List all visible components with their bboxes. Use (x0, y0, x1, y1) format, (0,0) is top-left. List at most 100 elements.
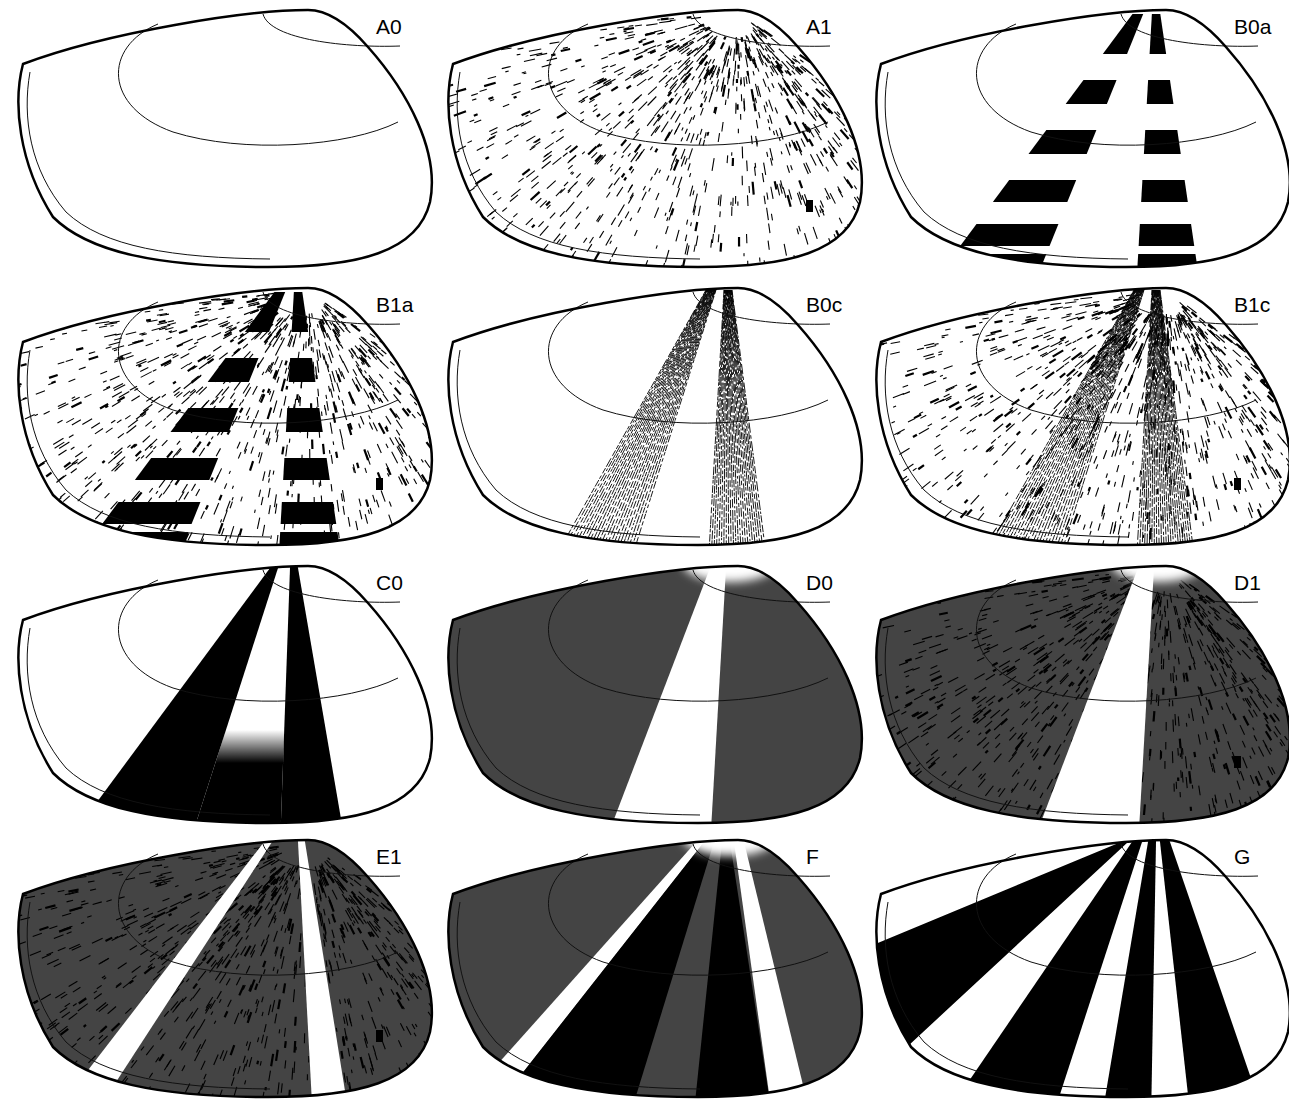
pattern-dash (799, 257, 800, 263)
pattern-dash (764, 196, 765, 204)
pattern-dash (824, 148, 827, 153)
pattern-dash (757, 48, 761, 56)
pattern-dash (484, 83, 496, 86)
pattern-dash (424, 191, 434, 197)
pattern-dash (343, 409, 346, 421)
pattern-dash (767, 192, 768, 199)
pattern-dash (12, 518, 22, 526)
pattern-dash (268, 408, 272, 420)
pattern-dash (606, 266, 611, 275)
pattern-dash (852, 226, 857, 235)
pattern-dash (696, 194, 698, 202)
pattern-dash (887, 253, 892, 261)
pattern-dash (417, 412, 421, 416)
pattern-dash (600, 144, 602, 146)
pattern-dash (420, 164, 423, 165)
pattern-dash (237, 322, 240, 323)
pattern-dash (696, 134, 698, 140)
pattern-dash (668, 92, 671, 96)
pattern-dash (731, 152, 732, 155)
pattern-dash (188, 346, 196, 350)
pattern-dash (376, 357, 381, 362)
pattern-dash (721, 42, 724, 49)
pattern-dash (242, 295, 247, 298)
pattern-dash (795, 90, 797, 92)
pattern-dash (878, 228, 883, 236)
pattern-dash (434, 240, 437, 242)
pattern-dash (715, 107, 717, 114)
pattern-dash (828, 109, 833, 114)
pattern-dash (641, 39, 646, 41)
pattern-dash (793, 298, 795, 310)
pattern-dash (268, 488, 270, 498)
pattern-dash (772, 57, 774, 60)
pattern-dash (636, 129, 640, 134)
pattern-dash (895, 243, 897, 246)
pattern-dash (607, 79, 616, 84)
pattern-dash (576, 212, 581, 219)
pattern-dash (87, 560, 91, 565)
pattern-dash (679, 70, 683, 75)
pattern-dash (136, 361, 146, 366)
pattern-dash (414, 466, 417, 471)
pattern-dash (212, 562, 215, 571)
pattern-dash (787, 99, 793, 109)
pattern-dash (449, 511, 451, 514)
pattern-dash (657, 19, 660, 20)
pattern-dash (275, 326, 278, 330)
pattern-dash (639, 41, 643, 42)
pattern-dash (136, 492, 142, 499)
color-ray (1029, 130, 1097, 154)
pattern-dash (353, 464, 355, 473)
pattern-dash (0, 437, 10, 442)
pattern-dash (746, 161, 748, 172)
pattern-dash (164, 354, 173, 358)
pattern-dash (480, 280, 489, 289)
pattern-dash (161, 360, 171, 365)
pattern-dash (217, 468, 222, 479)
pattern-dash (808, 110, 814, 119)
pattern-dash (251, 332, 261, 341)
pattern-dash (35, 323, 42, 325)
pattern-dash (575, 181, 578, 184)
pattern-dash (368, 349, 374, 355)
pattern-dash (0, 388, 11, 392)
pattern-dash (10, 475, 18, 480)
pattern-dash (629, 109, 634, 113)
pattern-dash (109, 549, 112, 553)
pattern-dash (712, 59, 714, 64)
pattern-dash (212, 397, 218, 404)
pattern-dash (446, 279, 450, 283)
pattern-dash (830, 155, 837, 166)
pattern-dash (575, 60, 581, 62)
pattern-dash (511, 288, 515, 292)
pattern-dash (896, 279, 898, 283)
pattern-dash (333, 330, 336, 335)
pattern-dash (126, 332, 136, 335)
pattern-dash (625, 121, 632, 128)
pattern-dash (590, 237, 594, 243)
pattern-dash (809, 139, 813, 146)
pattern-dash (710, 239, 712, 247)
pattern-dash (449, 560, 453, 568)
pattern-dash (66, 359, 73, 361)
pattern-dash (393, 559, 395, 562)
pattern-dash (307, 433, 308, 438)
pattern-dash (869, 220, 872, 225)
pattern-dash (503, 104, 509, 107)
pattern-dash (531, 142, 540, 148)
pattern-dash (556, 136, 564, 141)
pattern-dash (36, 391, 45, 395)
pattern-dash (275, 423, 277, 433)
pattern-dash (544, 267, 549, 274)
pattern-dash (767, 152, 768, 157)
pattern-dash (763, 79, 766, 87)
pattern-dash (337, 383, 340, 392)
pattern-dash (740, 114, 741, 120)
pattern-dash (844, 128, 847, 131)
pattern-dash (436, 482, 442, 491)
pattern-dash (150, 446, 152, 448)
pattern-dash (675, 285, 676, 291)
pattern-dash (230, 502, 232, 509)
pattern-dash (667, 176, 669, 181)
